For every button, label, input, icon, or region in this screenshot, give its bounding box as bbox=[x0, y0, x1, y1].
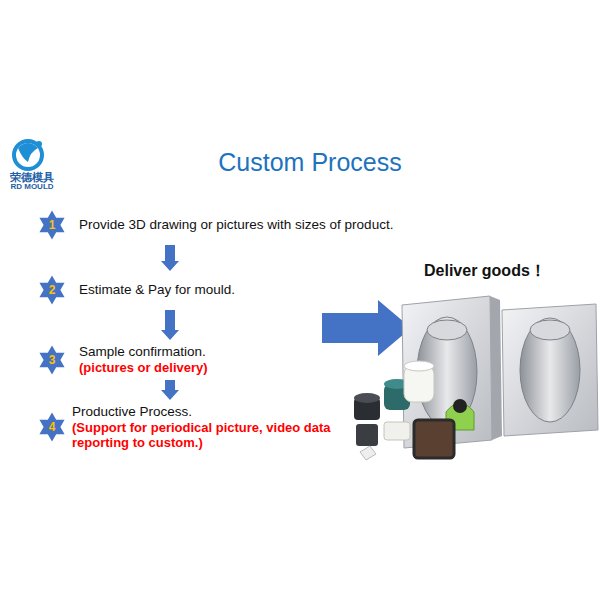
flow-arrow bbox=[161, 310, 179, 340]
step-note: (Support for periodical picture, video d… bbox=[72, 420, 350, 450]
step-star: 1 bbox=[37, 210, 67, 240]
step-star: 4 bbox=[37, 412, 67, 442]
process-step: 4Productive Process.(Support for periodi… bbox=[37, 404, 357, 450]
callout-number: 3 bbox=[37, 345, 67, 375]
logo-text: RD MOULD bbox=[2, 183, 62, 192]
logo-text: 荣德模具 bbox=[2, 171, 62, 183]
deliver-arrow bbox=[322, 300, 411, 356]
logo-icon bbox=[14, 141, 42, 169]
step-star: 3 bbox=[37, 345, 67, 375]
process-step: 1 Provide 3D drawing or pictures with siz… bbox=[37, 210, 437, 240]
step-text: Provide 3D drawing or pictures with size… bbox=[79, 217, 434, 233]
title: Custom Process bbox=[0, 148, 600, 177]
step-text: Estimate & Pay for mould. bbox=[79, 282, 409, 298]
deliver-label: Deliver goods！ bbox=[424, 262, 594, 280]
product-parts bbox=[354, 361, 474, 460]
step-text: Productive Process.(Support for periodic… bbox=[72, 404, 350, 450]
step-note: (pictures or delivery) bbox=[79, 360, 409, 375]
callout-number: 4 bbox=[37, 412, 67, 442]
flow-arrow bbox=[161, 380, 179, 400]
step-label: Sample confirmation. bbox=[79, 344, 409, 360]
step-star: 2 bbox=[37, 275, 67, 305]
flow-arrow bbox=[161, 245, 179, 271]
step-label: Estimate & Pay for mould. bbox=[79, 282, 409, 298]
step-text: Sample confirmation.(pictures or deliver… bbox=[79, 344, 409, 375]
step-label: Productive Process. bbox=[72, 404, 350, 420]
process-step: 2 Estimate & Pay for mould. bbox=[37, 275, 417, 305]
callout-number: 1 bbox=[37, 210, 67, 240]
callout-number: 2 bbox=[37, 275, 67, 305]
step-label: Provide 3D drawing or pictures with size… bbox=[79, 217, 434, 233]
process-step: 3 Sample confirmation.(pictures or delive… bbox=[37, 344, 417, 375]
